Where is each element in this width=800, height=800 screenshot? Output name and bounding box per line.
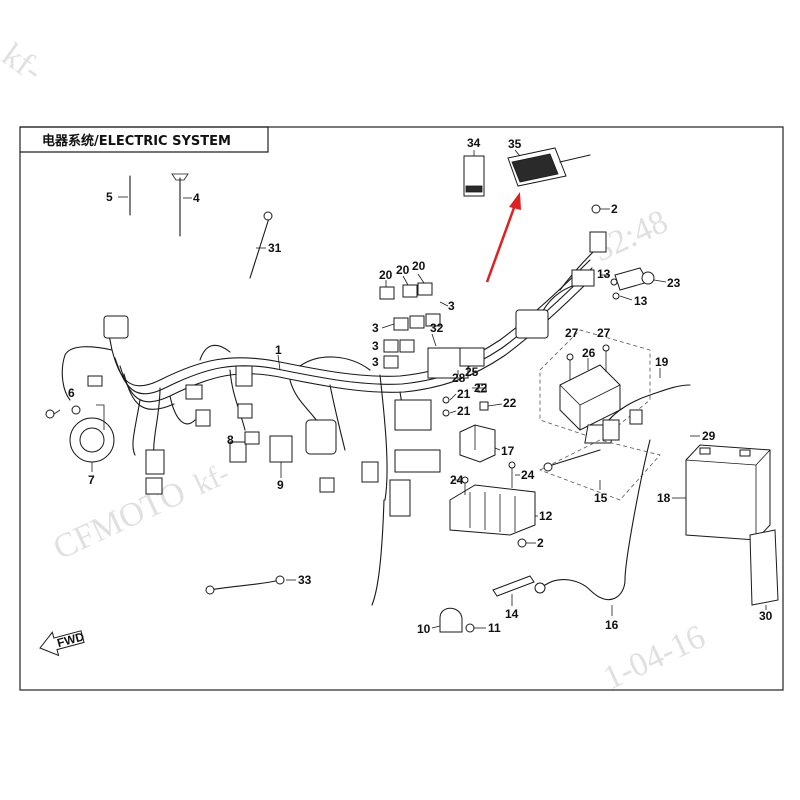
- part-label: 12: [539, 509, 553, 523]
- connector: [459, 347, 485, 367]
- connector: [237, 403, 253, 419]
- part-label: 3: [372, 321, 379, 335]
- part-label: 9: [277, 478, 284, 492]
- part-label: 22: [503, 396, 517, 410]
- part-label: 5: [106, 190, 113, 204]
- battery-strap: [749, 529, 779, 606]
- cable-ties: [129, 173, 273, 279]
- title-box: 电器系统/ELECTRIC SYSTEM: [20, 126, 269, 153]
- part-label: 14: [505, 607, 519, 621]
- part-label: 28: [452, 371, 466, 385]
- part-label: 16: [605, 618, 619, 632]
- connector: [145, 477, 163, 495]
- connector: [87, 375, 103, 387]
- part-label: 19: [655, 355, 669, 369]
- main-wiring-harness: [61, 244, 601, 606]
- page-title: 电器系统/ELECTRIC SYSTEM: [42, 133, 231, 149]
- part-label: 13: [597, 267, 611, 281]
- part-label: 3: [372, 339, 379, 353]
- part-label: 20: [412, 259, 426, 273]
- part-label: 27: [565, 326, 579, 340]
- relay-8: [244, 431, 260, 445]
- part-label: 15: [594, 491, 608, 505]
- part-label: 10: [417, 622, 431, 636]
- part-label: 29: [702, 429, 716, 443]
- part-label: 24: [450, 473, 464, 487]
- part-label: 30: [759, 609, 773, 623]
- connector: [515, 309, 549, 339]
- part-label: 18: [657, 491, 671, 505]
- part-label: 2: [537, 536, 544, 550]
- part-label: 22: [474, 381, 488, 395]
- remote-module-35: [507, 147, 591, 187]
- part-label: 34: [467, 136, 481, 150]
- ground-wire: [205, 575, 285, 595]
- battery: [685, 444, 771, 541]
- voltage-regulator: [449, 461, 536, 536]
- relays: [379, 282, 441, 369]
- part-label: 27: [597, 326, 611, 340]
- connector: [394, 449, 441, 473]
- connector: [389, 479, 411, 517]
- part-label: 25: [465, 365, 479, 379]
- part-label: 8: [227, 433, 234, 447]
- part-label: 32: [430, 321, 444, 335]
- part-label: 1: [275, 343, 282, 357]
- battery-cable: [539, 384, 691, 501]
- connector: [195, 409, 211, 427]
- connector: [235, 365, 253, 387]
- ground-cable: [534, 439, 651, 601]
- connector: [185, 384, 203, 400]
- connector: [361, 461, 379, 483]
- part-label: 20: [396, 263, 410, 277]
- part-labels: 1 2 2 3 3 3 3 4 5 6 7 8 9 10 11 12 13 13: [53, 136, 773, 636]
- part-label: 11: [488, 621, 501, 635]
- part-label: 31: [268, 241, 282, 255]
- connector: [394, 399, 432, 431]
- connector: [319, 477, 335, 493]
- part-label: 13: [634, 294, 648, 308]
- top-right-parts: [45, 204, 655, 548]
- part-label: 3: [448, 299, 455, 313]
- sensor-bar: [492, 575, 535, 597]
- part-label: 20: [379, 268, 393, 282]
- diagram-frame: [19, 126, 784, 691]
- part-label: 23: [667, 276, 681, 290]
- part-label: 17: [501, 444, 515, 458]
- watermark-1: kf-: [0, 36, 49, 89]
- connector: [589, 231, 607, 253]
- connector: [103, 315, 129, 339]
- module-34: [463, 155, 485, 197]
- part-label: 2: [611, 202, 618, 216]
- connector: [145, 449, 165, 475]
- part-label: 3: [372, 355, 379, 369]
- part-label: 4: [193, 191, 200, 205]
- connector: [305, 419, 337, 455]
- part-label: 35: [508, 137, 522, 151]
- connector: [571, 269, 595, 287]
- flasher-module: [269, 435, 293, 470]
- highlight-arrow: [485, 192, 521, 283]
- speed-sensor: [439, 607, 475, 633]
- horn: [69, 404, 115, 463]
- fwd-arrow-icon: FWD: [39, 629, 86, 657]
- part-label: 21: [457, 387, 471, 401]
- harness-connectors: [87, 231, 607, 517]
- part-label: 6: [68, 386, 75, 400]
- part-label: 33: [298, 573, 312, 587]
- starter-relay: [459, 424, 496, 463]
- part-label: 7: [88, 473, 95, 487]
- fwd-label: FWD: [56, 629, 86, 650]
- part-label: 26: [582, 346, 596, 360]
- part-label: 24: [521, 468, 535, 482]
- part-label: 21: [457, 404, 471, 418]
- watermark-3: kf-: [189, 457, 235, 502]
- connector: [229, 441, 247, 463]
- watermark-2: CFMOTO: [48, 474, 192, 567]
